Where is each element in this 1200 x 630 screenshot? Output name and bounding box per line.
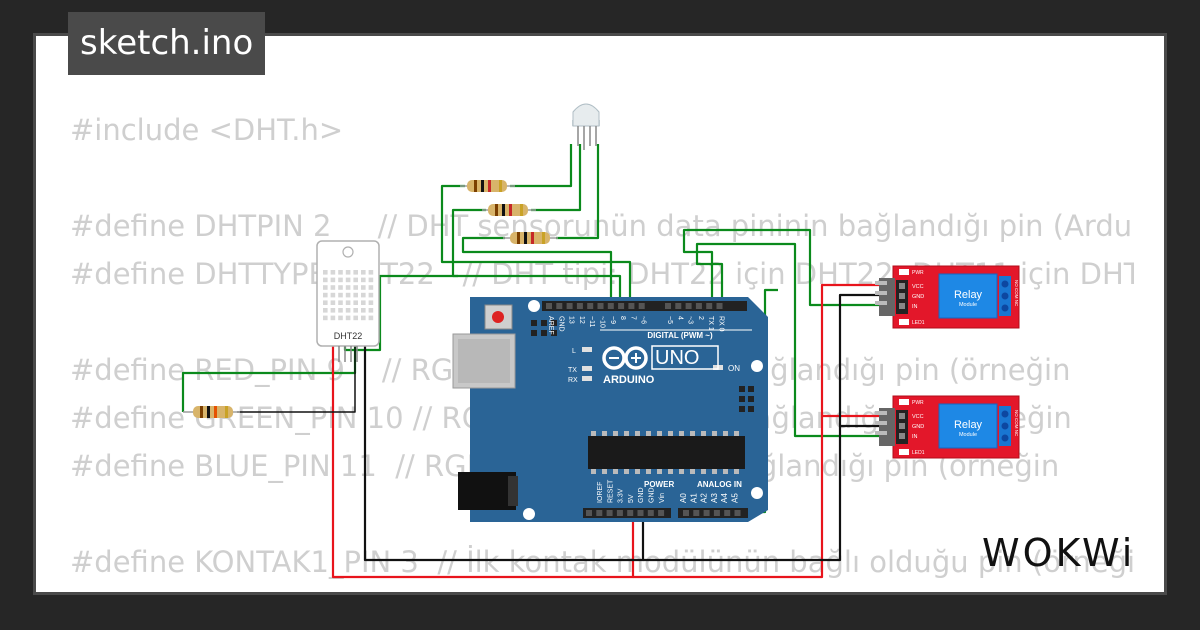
digital-pin-label: AREF: [547, 316, 554, 335]
wire-blue-to-pin11: [461, 236, 613, 308]
relay-pin-label: VCC: [912, 414, 924, 420]
on-led-label: ON: [728, 364, 740, 373]
code-line: #define KONTAK1_PIN 3 // İlk kontak modü…: [70, 545, 1134, 579]
digital-pin-label: 7: [629, 316, 636, 320]
power-pin-label: RESET: [607, 479, 614, 503]
digital-pin-label: ~5: [666, 316, 673, 324]
wire-red-to-pin9: [440, 184, 632, 308]
relay-pin-label: IN: [912, 434, 918, 440]
wire-relay1-in: [682, 228, 893, 308]
file-tab[interactable]: sketch.ino: [68, 12, 266, 75]
power-pin-label: GND: [649, 487, 656, 503]
analog-pin-label: A1: [689, 493, 698, 503]
power-pin-label: Vin: [659, 493, 666, 503]
wire-relay2-in: [695, 242, 893, 438]
power-header: [583, 508, 671, 518]
digital-pin-label: 13: [568, 316, 575, 324]
wire-green-to-pin10: [451, 208, 622, 308]
atmega-chip: [588, 436, 745, 469]
arduino-model: UNO: [655, 347, 699, 369]
analog-pin-label: A2: [700, 493, 709, 503]
digital-pin-label: ~6: [640, 316, 647, 324]
relay-pin-label: GND: [912, 424, 924, 430]
analog-header: [678, 508, 748, 518]
digital-pin-label: ~3: [687, 316, 694, 324]
relay-subtitle: Module: [959, 432, 977, 438]
code-line: #define BLUE_PIN 11 // RGB LED mavi pini…: [70, 449, 1060, 483]
wokwi-logo-text: WOKWi: [982, 531, 1135, 575]
wire-green-led: [531, 144, 582, 212]
power-pin-label: IOREF: [597, 482, 604, 503]
l-led-label: L: [572, 348, 576, 355]
digital-pin-label: 8: [619, 316, 626, 320]
analog-pin-label: A3: [710, 493, 719, 503]
wokwi-logo: WOKWi: [982, 531, 1135, 575]
arduino-logo-icon: [602, 346, 648, 370]
wire-relay1-gnd: [643, 293, 893, 562]
digital-pin-label: ~9: [609, 316, 616, 324]
code-line: #include <DHT.h>: [70, 113, 344, 147]
relay-led-label: LED1: [912, 450, 925, 456]
power-pin-label: 5V: [628, 494, 635, 503]
relay-pin-label: IN: [912, 304, 918, 310]
wire-blue-led: [556, 144, 600, 240]
relay-terminal-label: NO COM NC: [1014, 410, 1019, 437]
digital-pin-label: 2: [697, 316, 704, 320]
digital-pin-label: TX 1: [707, 316, 714, 331]
analog-pin-label: A5: [731, 493, 740, 503]
relay-pin-label: GND: [912, 294, 924, 300]
rgb-led[interactable]: [572, 103, 600, 150]
tx-led-label: TX: [568, 367, 577, 374]
analog-pin-label: A4: [720, 493, 729, 503]
dht22-sensor[interactable]: DHT22: [316, 240, 380, 362]
digital-pin-label: ~10: [599, 316, 606, 328]
file-tab-label: sketch.ino: [80, 23, 254, 63]
resistor-dht[interactable]: [183, 406, 240, 418]
wire-gnd-black: [363, 345, 645, 562]
analog-pin-label: A0: [679, 493, 688, 503]
dht-vent-grid: [323, 270, 374, 321]
power-jack: [458, 472, 516, 510]
wire-dht-data: [181, 340, 357, 412]
relay-pwr-label: PWR: [912, 270, 924, 276]
analog-label: ANALOG IN: [697, 480, 742, 489]
wire-5v-red: [331, 345, 635, 579]
dht-label: DHT22: [334, 331, 363, 341]
digital-pin-label: 12: [578, 316, 585, 324]
digital-pin-label: ~11: [588, 316, 595, 327]
relay-title: Relay: [954, 289, 983, 301]
resistor-green[interactable]: [482, 204, 536, 216]
relay-pin-label: VCC: [912, 284, 924, 290]
power-pin-label: GND: [638, 487, 645, 503]
resistor-blue[interactable]: [503, 232, 558, 244]
digital-label: DIGITAL (PWM ~): [647, 331, 713, 340]
power-label: POWER: [644, 480, 674, 489]
power-pin-label: 3.3V: [618, 488, 625, 503]
relay-title: Relay: [954, 419, 983, 431]
digital-pin-label: 4: [676, 316, 683, 320]
relay-pwr-label: PWR: [912, 400, 924, 406]
wire-red-led: [510, 144, 573, 188]
arduino-brand: ARDUINO: [603, 374, 655, 386]
digital-pin-label: RX 0: [718, 316, 725, 332]
rx-led-label: RX: [568, 377, 578, 384]
relay-led-label: LED1: [912, 320, 925, 326]
relay-subtitle: Module: [959, 302, 977, 308]
wire-dht-resistor: [237, 340, 356, 413]
wires: [181, 144, 893, 579]
wire-relay1-vcc: [633, 283, 893, 579]
digital-pin-label: GND: [557, 316, 564, 332]
relay-terminal-label: NO COM NC: [1014, 280, 1019, 307]
resistor-red[interactable]: [460, 180, 515, 192]
